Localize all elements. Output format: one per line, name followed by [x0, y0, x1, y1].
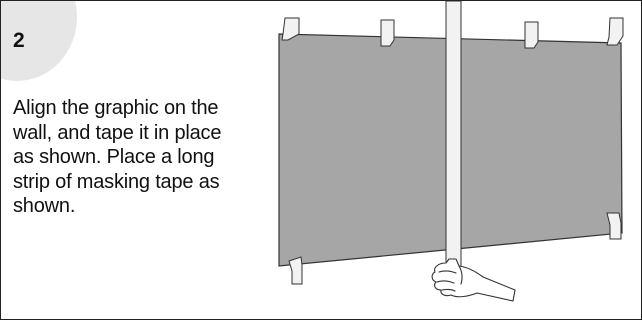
tape-tab-top-2: [381, 20, 394, 46]
hand-illustration: [432, 259, 515, 301]
tape-tab-top-3: [525, 22, 538, 48]
masking-tape-strip: [446, 1, 461, 286]
tape-tab-bottom-left: [289, 257, 302, 284]
tape-tab-top-4: [607, 18, 623, 45]
